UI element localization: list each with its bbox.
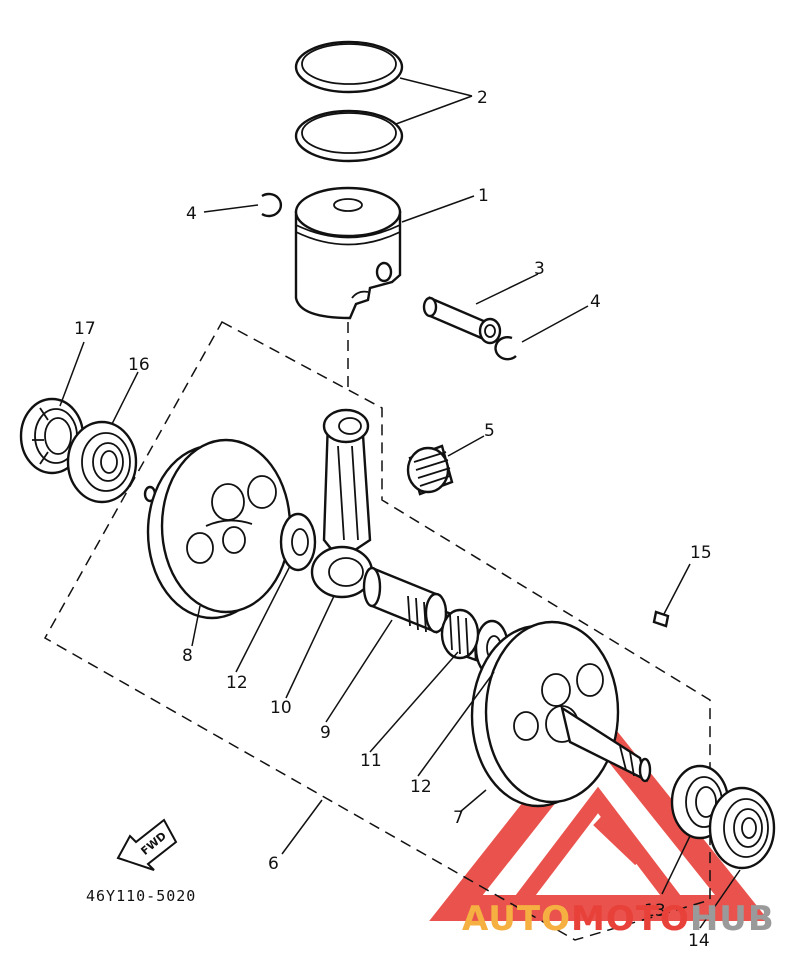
piston-pin-clip-left: [261, 192, 283, 218]
label-part-8: 8: [182, 646, 193, 666]
label-part-3: 3: [534, 259, 545, 279]
label-part-14: 14: [688, 931, 710, 951]
crank-bearing-left: [66, 420, 138, 504]
leader-lines: [59, 77, 741, 929]
crank-bearing-right-outer: [708, 786, 776, 870]
watermark-moto: MOTO: [571, 899, 690, 939]
woodruff-key: [652, 610, 670, 628]
diagram-code: 46Y110-5020: [86, 887, 196, 905]
svg-text:AUTOMOTOHUB: AUTOMOTOHUB: [462, 899, 775, 939]
label-part-5: 5: [484, 421, 495, 441]
piston-pin-clip-right: [494, 336, 517, 361]
label-part-6: 6: [268, 854, 279, 874]
label-part-15: 15: [690, 543, 712, 563]
forward-direction-arrow-icon: FWD: [116, 818, 178, 871]
piston: [294, 186, 402, 320]
watermark-hub: HUB: [690, 899, 775, 939]
piston-ring-lower: [294, 109, 404, 163]
big-end-bearing: [440, 608, 480, 662]
label-part-2: 2: [477, 88, 488, 108]
watermark-brand-text: AUTOMOTOHUB: [462, 899, 775, 939]
label-part-7: 7: [453, 808, 464, 828]
label-part-17: 17: [74, 319, 96, 339]
label-part-4-left: 4: [186, 204, 197, 224]
crank-wheel-left: [143, 438, 292, 620]
label-part-13: 13: [644, 901, 666, 921]
piston-ring-upper: [294, 40, 404, 94]
label-part-10: 10: [270, 698, 292, 718]
watermark-logo-triangle: [429, 707, 770, 921]
piston-pin: [422, 296, 502, 345]
small-end-bearing: [406, 444, 454, 496]
part-number-labels: 1 2 3 4 4 5 6 7 8 9 10 11 12 12 13 14 15…: [74, 88, 712, 951]
label-part-11: 11: [360, 751, 382, 771]
label-part-16: 16: [128, 355, 150, 375]
thrust-washer-left: [279, 512, 317, 572]
connecting-rod: [310, 408, 374, 599]
label-part-12-left: 12: [226, 673, 248, 693]
label-part-12-right: 12: [410, 777, 432, 797]
label-part-4-right: 4: [590, 292, 601, 312]
crank-pin: [362, 566, 448, 634]
watermark-auto: AUTO: [462, 899, 571, 939]
crank-wheel-right: [470, 620, 652, 808]
label-part-1: 1: [478, 186, 489, 206]
label-part-9: 9: [320, 723, 331, 743]
